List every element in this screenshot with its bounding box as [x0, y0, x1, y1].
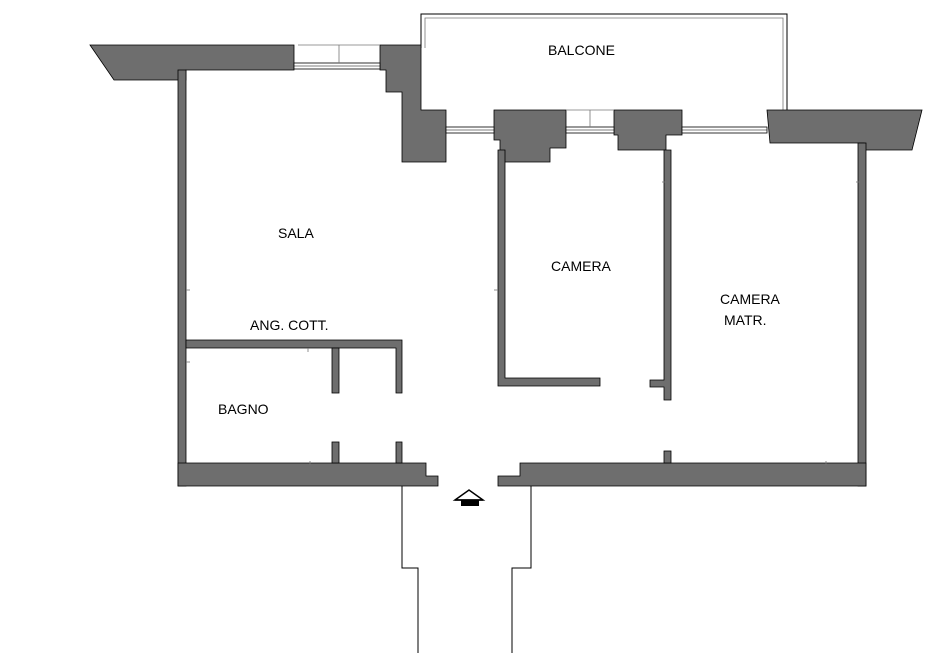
- wall-camera-left: [497, 149, 601, 387]
- wall-divider-stub-bottom: [663, 450, 672, 464]
- window-sala-balcony: [445, 126, 495, 134]
- entrance-arrow-icon: [452, 489, 486, 506]
- room-label-camera: CAMERA: [551, 258, 612, 274]
- room-label-camera-matr-line2: MATR.: [724, 312, 767, 328]
- wall-camera-divider: [649, 149, 672, 401]
- wall-top-left: [89, 44, 295, 81]
- walls: [89, 44, 923, 487]
- room-label-balcone: BALCONE: [548, 42, 615, 58]
- tick-marks: [186, 181, 860, 465]
- windows: [293, 44, 768, 134]
- window-camera-matr: [681, 126, 768, 134]
- wall-bagno-door-stub: [395, 441, 403, 464]
- wall-column-left: [379, 44, 447, 163]
- wall-pillar-right: [613, 109, 683, 151]
- wall-bagno-stub-bottom: [331, 441, 340, 464]
- wall-bagno-top: [185, 339, 403, 394]
- room-label-ang-cott: ANG. COTT.: [250, 317, 329, 333]
- room-label-sala: SALA: [278, 225, 314, 241]
- room-label-camera-matr: CAMERA: [720, 291, 781, 307]
- wall-right: [857, 142, 867, 487]
- balcony-outline: [420, 13, 788, 110]
- window-sala: [293, 44, 381, 70]
- wall-bottom-right: [497, 462, 867, 487]
- wall-bottom-left: [177, 462, 439, 487]
- wall-left: [177, 69, 187, 487]
- wall-top-right: [766, 109, 923, 151]
- wall-bagno-stub-top: [331, 347, 340, 394]
- wall-pillar-center: [493, 109, 567, 163]
- window-camera: [565, 109, 615, 134]
- entrance-corridor: [401, 486, 532, 653]
- room-label-bagno: BAGNO: [218, 401, 269, 417]
